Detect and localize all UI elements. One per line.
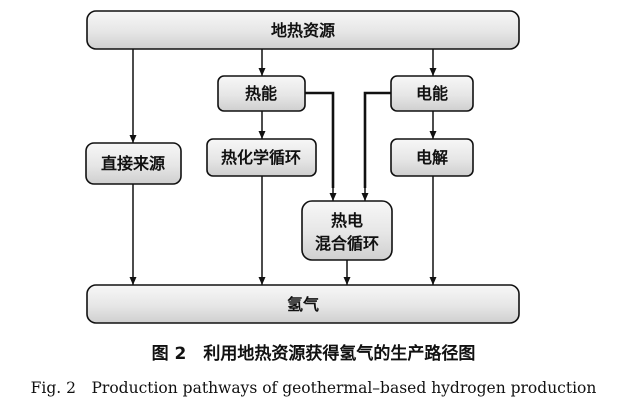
node-thermochemical-cycle: 热化学循环 [206,138,317,177]
node-hydrogen: 氢气 [86,284,520,324]
connectors [129,49,437,285]
elbow-electric-to-hybrid [363,91,391,188]
elbow-heat-to-hybrid [305,91,335,188]
caption-english: Fig. 2 Production pathways of geothermal… [30,379,597,397]
caption-chinese: 图 2 利用地热资源获得氢气的生产路径图 [151,344,476,364]
node-hybrid-cycle-label-line2: 混合循环 [315,234,379,253]
node-electrolysis-label: 电解 [416,148,448,167]
node-geothermal-source-label: 地热资源 [271,21,335,40]
node-geothermal-source: 地热资源 [86,10,520,50]
node-direct-source: 直接来源 [85,142,182,185]
node-hybrid-cycle-label-line1: 热电 [331,211,363,230]
node-heat-energy-label: 热能 [245,84,277,103]
node-direct-source-label: 直接来源 [101,154,165,173]
node-heat-energy: 热能 [217,75,306,112]
node-electric-energy: 电能 [390,75,474,112]
flow-diagram: 地热资源 热能 电能 直接来源 热化学循环 电解 热电 混合循环 氢气 [85,10,520,324]
node-hybrid-cycle: 热电 混合循环 [301,200,393,261]
node-electric-energy-label: 电能 [416,84,448,103]
node-hydrogen-label: 氢气 [287,295,319,314]
node-thermochemical-cycle-label: 热化学循环 [221,148,301,167]
node-electrolysis: 电解 [390,138,474,177]
